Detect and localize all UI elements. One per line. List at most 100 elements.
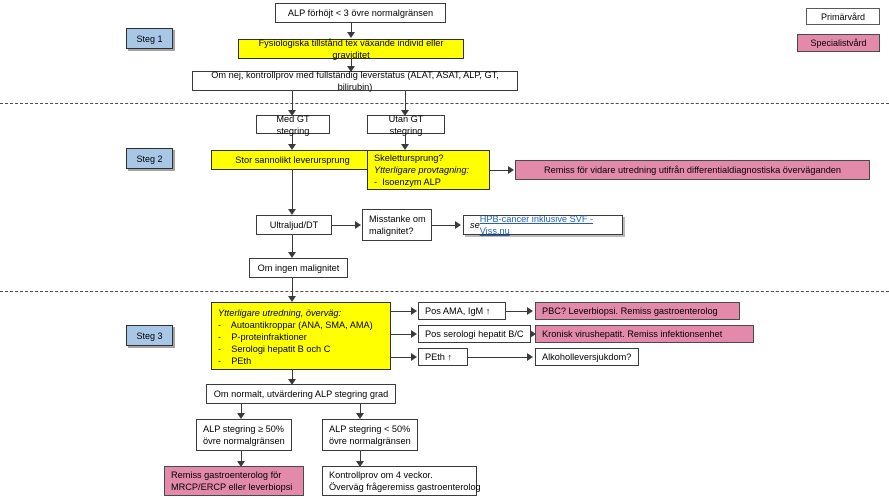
node-malignancy-suspicion-line1: Misstanke om	[369, 214, 426, 224]
arrowhead-control-to-without-gt	[401, 110, 409, 116]
step-chip-1-label: Steg 1	[136, 33, 163, 44]
node-outcome-recheck-4-weeks-line2: Överväg frågeremiss gastroenterolog	[329, 482, 481, 492]
node-probable-liver-origin: Stor sannolikt leverursprung	[211, 150, 374, 170]
node-further-workup-item-3: - Serologi hepatit B och C	[218, 344, 331, 354]
node-alp-elevation-low-line2: övre normalgränsen	[329, 436, 411, 446]
connector-malignancy-to-link	[432, 225, 456, 226]
node-no-malignancy: Om ingen malignitet	[249, 258, 348, 278]
node-hpb-cancer-link-box[interactable]: se HPB-cancer inklusive SVF - Viss.nu	[463, 214, 623, 236]
node-alp-elevation-high-line1: ALP stegring ≥ 50%	[203, 424, 284, 434]
node-referral-further-investigation: Remiss för vidare utredning utifrån diff…	[515, 160, 870, 180]
connector-if-normal-to-high	[241, 404, 242, 416]
connector-with-gt-to-liver-origin	[292, 134, 293, 147]
node-alp-elevation-low-line1: ALP stegring < 50%	[329, 424, 411, 434]
connector-ultrasound-to-no-malignancy	[292, 235, 293, 255]
connector-workup-to-result-1	[391, 311, 412, 312]
hpb-cancer-svf-link[interactable]: HPB-cancer inklusive SVF - Viss.nu	[479, 214, 594, 236]
arrowhead-control-to-with-gt	[288, 110, 296, 116]
arrowhead-result-2-to-outcome	[530, 330, 536, 338]
node-result-pos-ama: Pos AMA, IgM ↑	[418, 302, 506, 320]
node-skeletal-origin-line2: Ytterligare provtagning:	[374, 165, 469, 175]
connector-ultrasound-to-malignancy	[332, 225, 356, 226]
arrowhead-ultrasound-to-no-malignancy	[288, 252, 296, 258]
connector-workup-to-result-2	[391, 334, 412, 335]
node-outcome-chronic-hepatitis-label: Kronisk virushepatit. Remiss infektionse…	[542, 329, 723, 339]
arrowhead-liver-origin-to-ultrasound	[288, 209, 296, 215]
arrowhead-if-normal-to-high	[237, 413, 245, 419]
node-outcome-pbc-label: PBC? Leverbiopsi. Remiss gastroenterolog	[542, 306, 718, 316]
node-outcome-alcoholic-liver-disease-label: Alkoholleversjukdom?	[542, 352, 632, 362]
arrowhead-malignancy-to-link	[455, 221, 461, 229]
node-malignancy-suspicion-line2: malignitet?	[369, 226, 414, 236]
link-prefix-label: se	[470, 220, 480, 230]
node-without-gt-elevation-label: Utan GT stegring	[388, 113, 424, 136]
node-result-pos-serology-label: Pos serologi hepatit B/C	[425, 329, 524, 339]
connector-physiological-to-control	[351, 59, 352, 68]
node-alp-elevation-high-line2: övre normalgränsen	[203, 436, 285, 446]
node-no-malignancy-label: Om ingen malignitet	[257, 263, 340, 273]
connector-skeleton-to-referral	[490, 170, 509, 171]
legend-primary-care: Primärvård	[806, 8, 880, 25]
node-with-gt-elevation: Med GT stegring	[256, 113, 330, 136]
node-with-gt-elevation-label: Med GT stegring	[276, 113, 310, 136]
arrowhead-result-3-to-outcome	[527, 353, 533, 361]
node-outcome-recheck-4-weeks-line1: Kontrollprov om 4 veckor.	[329, 470, 433, 480]
step-chip-2-label: Steg 2	[136, 153, 163, 164]
arrowhead-no-malignancy-to-workup	[288, 296, 296, 302]
arrowhead-skeleton-to-referral	[508, 166, 514, 174]
step-chip-2: Steg 2	[126, 148, 173, 169]
node-physiological-conditions: Fysiologiska tillstånd tex växande indiv…	[238, 38, 464, 60]
node-if-normal-evaluate: Om normalt, utvärdering ALP stegring gra…	[206, 384, 396, 404]
arrowhead-start-to-physiological	[347, 32, 355, 38]
connector-workup-to-if-normal	[292, 370, 293, 382]
connector-control-to-without-gt	[405, 91, 406, 113]
connector-without-gt-to-skeleton	[405, 134, 406, 147]
node-outcome-recheck-4-weeks: Kontrollprov om 4 veckor. Överväg fråger…	[322, 466, 481, 496]
node-outcome-referral-mrcp-ercp-line2: MRCP/ERCP eller leverbiopsi	[171, 482, 293, 492]
legend-primary-care-label: Primärvård	[820, 11, 865, 22]
node-further-workup-item-1: - Autoantikroppar (ANA, SMA, AMA)	[218, 320, 373, 330]
connector-low-to-outcome	[360, 451, 361, 465]
node-outcome-referral-mrcp-ercp-line1: Remiss gastroenterolog för	[171, 470, 282, 480]
connector-liver-origin-to-ultrasound	[292, 170, 293, 212]
node-skeletal-origin-line1: Skelettursprung?	[374, 153, 444, 163]
arrowhead-without-gt-to-skeleton	[401, 144, 409, 150]
legend-specialist-care-label: Specialistvård	[810, 38, 867, 48]
node-start-alp-elevated-label: ALP förhöjt < 3 övre normalgränsen	[287, 8, 434, 18]
connector-result-1-to-outcome	[506, 311, 528, 312]
node-further-workup-item-2: - P-proteinfraktioner	[218, 332, 307, 342]
node-probable-liver-origin-label: Stor sannolikt leverursprung	[235, 155, 350, 165]
node-result-peth-label: PEth ↑	[425, 352, 453, 362]
node-alp-elevation-low: ALP stegring < 50% övre normalgränsen	[322, 419, 418, 451]
node-result-peth: PEth ↑	[418, 348, 468, 366]
node-alp-elevation-high: ALP stegring ≥ 50% övre normalgränsen	[196, 419, 292, 451]
arrowhead-low-to-outcome	[356, 461, 364, 467]
connector-control-to-with-gt	[292, 91, 293, 113]
arrowhead-workup-to-if-normal	[288, 379, 296, 385]
arrowhead-if-normal-to-low	[356, 413, 364, 419]
node-ultrasound-ct: Ultraljud/DT	[256, 215, 332, 235]
node-outcome-chronic-hepatitis: Kronisk virushepatit. Remiss infektionse…	[535, 325, 754, 343]
node-result-pos-ama-label: Pos AMA, IgM ↑	[425, 306, 491, 316]
arrowhead-physiological-to-control	[347, 66, 355, 72]
node-referral-further-investigation-label: Remiss för vidare utredning utifrån diff…	[543, 165, 842, 175]
arrowhead-ultrasound-to-malignancy	[355, 221, 361, 229]
arrowhead-workup-to-result-3	[411, 353, 417, 361]
step-chip-3: Steg 3	[126, 325, 173, 346]
arrowhead-result-1-to-outcome	[527, 307, 533, 315]
node-skeletal-origin: Skelettursprung? Ytterligare provtagning…	[367, 150, 490, 190]
step-chip-1: Steg 1	[126, 28, 173, 49]
node-further-workup-title: Ytterligare utredning, överväg:	[218, 308, 342, 318]
step-chip-3-label: Steg 3	[136, 330, 163, 341]
node-outcome-pbc: PBC? Leverbiopsi. Remiss gastroenterolog	[535, 302, 740, 320]
arrowhead-high-to-outcome	[237, 461, 245, 467]
connector-result-3-to-outcome	[468, 357, 528, 358]
node-control-sample-liverstatus-label: Om nej, kontrollprov med fullständig lev…	[211, 70, 499, 92]
node-control-sample-liverstatus: Om nej, kontrollprov med fullständig lev…	[192, 70, 518, 92]
node-outcome-referral-mrcp-ercp: Remiss gastroenterolog för MRCP/ERCP ell…	[164, 466, 304, 496]
legend-specialist-care: Specialistvård	[797, 34, 880, 52]
arrowhead-workup-to-result-1	[411, 307, 417, 315]
node-start-alp-elevated: ALP förhöjt < 3 övre normalgränsen	[275, 3, 446, 23]
node-if-normal-evaluate-label: Om normalt, utvärdering ALP stegring gra…	[213, 389, 389, 399]
